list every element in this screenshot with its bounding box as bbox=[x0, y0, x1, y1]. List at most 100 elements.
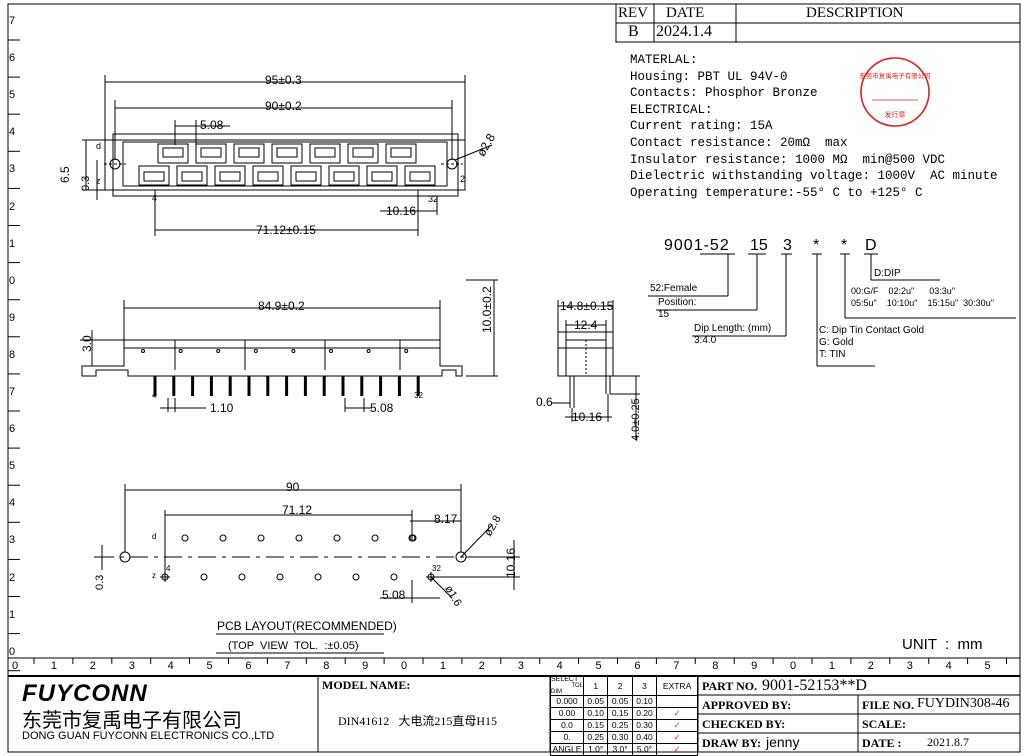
description-header: DESCRIPTION bbox=[806, 5, 904, 21]
date-label: DATE : bbox=[862, 736, 902, 750]
dim-mounting-length: 90±0.2 bbox=[265, 99, 302, 113]
left-scale-label: 0 bbox=[9, 645, 16, 658]
row-d-label: d bbox=[96, 141, 102, 151]
file-no-label: FILE NO. bbox=[862, 698, 915, 712]
revision-table-grid bbox=[615, 3, 1021, 43]
left-scale-label: 5 bbox=[9, 89, 16, 102]
tol-val: 1.0° bbox=[582, 743, 609, 756]
left-scale-label: 6 bbox=[9, 423, 16, 436]
dim-span: 71.12±0.15 bbox=[256, 223, 316, 237]
spec-line-contact-resistance: Contact resistance: 20mΩ max bbox=[630, 136, 848, 150]
tolerance-table: SELECT TOL DIM 1 2 3 EXTRA 0.000 0.05 0.… bbox=[550, 676, 698, 756]
bottom-scale-ticks bbox=[33, 658, 1007, 664]
left-scale-label: 5 bbox=[9, 460, 16, 473]
checked-by-label: CHECKED BY: bbox=[702, 717, 786, 731]
bottom-scale-label: 2 bbox=[867, 660, 874, 672]
pcb-dim-edge: 8.17 bbox=[434, 512, 458, 526]
contact-slot bbox=[390, 147, 412, 158]
callout-plating-t: T: TIN bbox=[819, 349, 846, 360]
contact-slot bbox=[181, 171, 203, 182]
tol-dim: 0.0 bbox=[550, 719, 584, 732]
tol-dim: 0. bbox=[550, 731, 584, 744]
spec-line-current: Current rating: 15A bbox=[630, 119, 773, 134]
spec-line-contacts: Contacts: Phosphor Bronze bbox=[630, 86, 818, 101]
company-logo: FUYCONN bbox=[22, 680, 148, 707]
pcb-hole-d bbox=[219, 534, 227, 542]
contact-cavity-d bbox=[195, 143, 227, 164]
left-scale-label: 1 bbox=[9, 608, 16, 621]
left-scale-label: 2 bbox=[9, 200, 16, 213]
tolerance-corner: SELECT TOL DIM bbox=[550, 676, 584, 696]
contact-cavity-z bbox=[176, 165, 208, 186]
draw-by-value: jenny bbox=[766, 734, 800, 750]
part-no-label: PART NO. bbox=[702, 679, 758, 693]
tol-val: 3.0° bbox=[607, 743, 633, 756]
bottom-scale-label: 8 bbox=[712, 660, 719, 672]
contact-cavity-d bbox=[385, 143, 417, 164]
pin-marker bbox=[216, 349, 221, 353]
tol-col-2: 2 bbox=[607, 676, 633, 696]
left-scale-label: 2 bbox=[9, 571, 16, 584]
dim-side-pin-length: 4.0±0.25 bbox=[630, 398, 642, 441]
spec-line-housing: Housing: PBT UL 94V-0 bbox=[630, 69, 788, 84]
bottom-scale-label: 3 bbox=[517, 660, 524, 672]
spec-line-electrical-title: ELECTRICAL: bbox=[630, 102, 713, 117]
bottom-scale-label: 5 bbox=[206, 660, 213, 672]
company-name-cn: 东莞市复禹电子有限公司 bbox=[22, 710, 242, 732]
dim-offset: 0.3 bbox=[80, 175, 92, 191]
date-value: 2024.1.4 bbox=[656, 23, 712, 40]
part-code-plating: * bbox=[813, 237, 820, 254]
contact-slot bbox=[352, 147, 374, 158]
tol-val: 0.10 bbox=[582, 707, 609, 720]
dim-side-width: 14.8±0.15 bbox=[560, 299, 614, 313]
bottom-scale-label: 4 bbox=[945, 660, 952, 672]
file-no-value: FUYDIN308-46 bbox=[917, 696, 1010, 711]
left-scale-label: 1 bbox=[9, 237, 16, 250]
left-scale-label: 4 bbox=[9, 497, 16, 510]
callout-female: 52:Female bbox=[650, 283, 698, 294]
part-code-type: D bbox=[865, 237, 877, 254]
tol-val: 0.40 bbox=[631, 731, 658, 744]
contact-cavity-z bbox=[252, 165, 284, 186]
tol-col-extra: EXTRA bbox=[656, 676, 698, 696]
tol-val: 0.15 bbox=[582, 719, 609, 732]
pcb-number-4: 4 bbox=[166, 564, 171, 573]
pcb-hole-z bbox=[200, 573, 208, 581]
spec-line-dielectric: Dielectric withstanding voltage: 1000V A… bbox=[630, 169, 998, 184]
contact-slot bbox=[409, 171, 431, 182]
tol-dim: 0.00 bbox=[550, 707, 584, 720]
pcb-row-z-label: z bbox=[152, 571, 156, 580]
dim-top-height: 3.0 bbox=[80, 335, 94, 352]
dim-side-pin: 0.6 bbox=[536, 395, 553, 409]
bottom-scale-label: 9 bbox=[751, 660, 758, 672]
dim-height: 6.5 bbox=[58, 166, 72, 183]
left-scale-label: 3 bbox=[9, 163, 16, 176]
left-scale-label: 7 bbox=[9, 15, 16, 27]
stamp-center-text: 发行章 bbox=[885, 110, 906, 119]
tol-col-1: 1 bbox=[582, 676, 609, 696]
left-scale-label: 6 bbox=[9, 52, 16, 65]
company-stamp: 东莞市复禹电子有限公司 发行章 bbox=[859, 57, 931, 127]
top-view bbox=[82, 75, 493, 236]
left-scale-label: 9 bbox=[9, 311, 16, 324]
pin-marker bbox=[178, 349, 183, 353]
bottom-scale-label: 1 bbox=[828, 660, 836, 672]
contact-slot bbox=[371, 171, 393, 182]
tol-val: 5.0° bbox=[631, 743, 658, 756]
dim-side-row: 10.16 bbox=[572, 410, 603, 424]
outer-frame bbox=[7, 3, 1021, 753]
dim-label: DIM bbox=[551, 689, 562, 695]
model-name-label: MODEL NAME: bbox=[322, 678, 411, 692]
bottom-scale-label: 0 bbox=[12, 660, 19, 672]
bottom-scale-label: 5 bbox=[595, 660, 602, 672]
tol-val: 0.05 bbox=[582, 695, 609, 708]
bottom-scale-label: 4 bbox=[556, 660, 563, 672]
callout-gold-line2: 05:5u" 10:10u" 15:15u" 30:30u" bbox=[851, 298, 994, 308]
bottom-scale-label: 0 bbox=[401, 660, 408, 672]
dim-overall-length: 95±0.3 bbox=[265, 73, 302, 87]
pcb-hole-d bbox=[181, 534, 189, 542]
dim-body-height: 10.0±0.2 bbox=[480, 286, 494, 333]
bottom-scale-label: 3 bbox=[128, 660, 135, 672]
tol-val: 0.15 bbox=[607, 707, 633, 720]
pin-marker bbox=[366, 349, 371, 353]
